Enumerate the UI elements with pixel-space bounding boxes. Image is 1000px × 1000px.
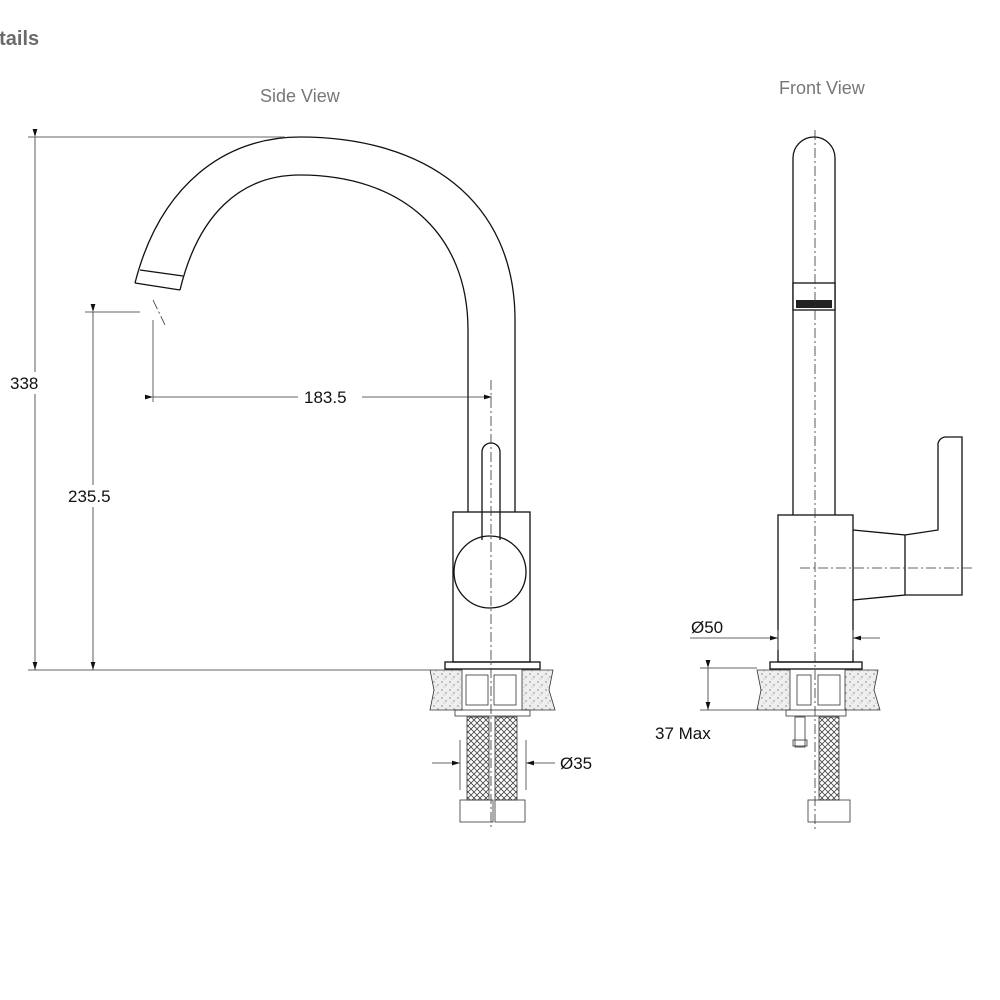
side-view [134, 136, 556, 830]
front-view-label: Front View [779, 78, 865, 98]
dimension-dia-50: Ø50 [691, 618, 723, 637]
dimension-235-5: 235.5 [68, 487, 111, 506]
front-view [756, 130, 975, 830]
dimension-dia-35: Ø35 [560, 754, 592, 773]
dimension-183-5: 183.5 [304, 388, 347, 407]
side-dimensions: 338 235.5 183.5 Ø35 [8, 129, 592, 790]
dimension-338: 338 [10, 374, 38, 393]
dimension-37-max: 37 Max [655, 724, 711, 743]
side-view-label: Side View [260, 86, 340, 106]
front-dimensions: Ø50 37 Max [655, 618, 880, 743]
section-title: etails [0, 28, 40, 50]
